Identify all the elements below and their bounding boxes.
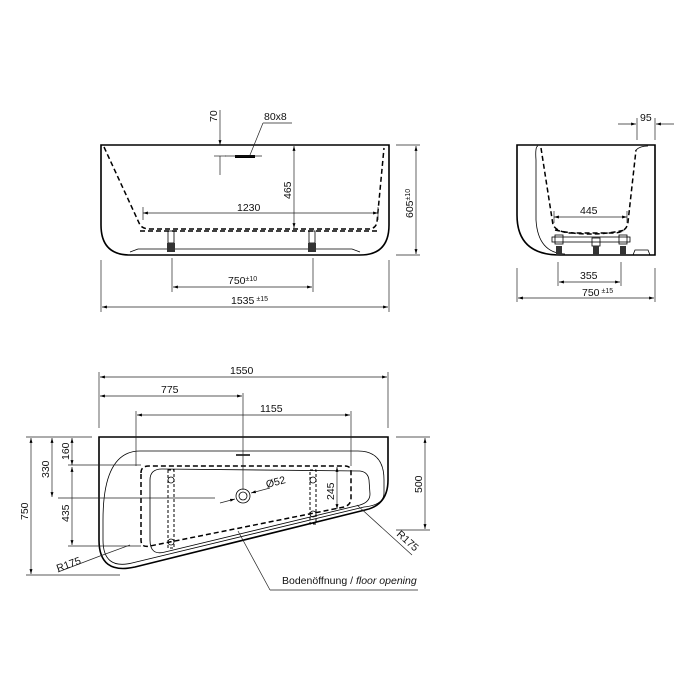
inner-width-label: 445 xyxy=(580,205,598,217)
overall-width-label: 750 xyxy=(582,287,600,299)
opening-depth-right-label: 245 xyxy=(325,482,337,500)
callout-de: Bodenöffnung / xyxy=(282,575,356,587)
feet-spacing-tolerance: ±10 xyxy=(246,276,258,283)
top-depth-label: 750 xyxy=(19,502,31,520)
radius-right-label: R175 xyxy=(394,528,421,554)
right-depth-label: 500 xyxy=(413,475,425,493)
opening-top-offset-label: 160 xyxy=(60,442,72,460)
drain-depth-label: 330 xyxy=(40,460,52,478)
overflow-offset-label: 70 xyxy=(208,110,220,122)
svg-text:605±10: 605±10 xyxy=(404,189,416,218)
svg-text:1535±15: 1535±15 xyxy=(231,295,268,307)
side-feet-spacing-label: 355 xyxy=(580,270,598,282)
overflow-icon xyxy=(235,155,255,158)
drain-offset-label: 775 xyxy=(161,384,179,396)
rim-width-label: 95 xyxy=(640,112,652,124)
side-view: 95 445 355 750±15 xyxy=(516,112,674,302)
foot-mount-icon xyxy=(167,476,175,484)
overall-width-tolerance: ±15 xyxy=(602,288,614,295)
front-view: 70 80x8 465 1230 605±10 750±10 1535±15 xyxy=(100,110,420,312)
svg-text:750±15: 750±15 xyxy=(582,287,613,299)
foot-mount-icon xyxy=(309,476,317,484)
foot-icon xyxy=(593,246,599,255)
opening-depth-left-label: 435 xyxy=(60,504,72,522)
height-tolerance: ±10 xyxy=(405,189,412,201)
foot-icon xyxy=(167,230,175,244)
drain-icon xyxy=(235,488,251,504)
top-length-label: 1550 xyxy=(230,365,254,377)
inner-length-label: 1230 xyxy=(237,202,261,214)
foot-icon xyxy=(556,246,562,255)
svg-text:Bodenöffnung / floor opening: Bodenöffnung / floor opening xyxy=(282,575,417,587)
overflow-size-label: 80x8 xyxy=(264,111,287,123)
callout-en: floor opening xyxy=(356,575,417,587)
overall-length-label: 1535 xyxy=(231,295,255,307)
foot-icon xyxy=(308,230,316,244)
feet-spacing-label: 750 xyxy=(228,275,246,287)
foot-mount-icon xyxy=(167,538,175,546)
top-view: Ø52 1550 775 1155 750 330 160 435 245 xyxy=(19,365,430,591)
foot-icon xyxy=(620,246,626,255)
drain-diameter-label: Ø52 xyxy=(265,474,287,491)
inner-depth-label: 465 xyxy=(282,181,294,199)
foot-icon xyxy=(308,243,316,252)
overall-length-tolerance: ±15 xyxy=(256,296,268,303)
radius-left-label: R175 xyxy=(55,555,83,575)
foot-icon xyxy=(167,243,175,252)
opening-length-label: 1155 xyxy=(260,403,283,415)
foot-mount-icon xyxy=(309,510,317,518)
height-label: 605 xyxy=(404,200,416,218)
svg-text:750±10: 750±10 xyxy=(228,275,257,287)
